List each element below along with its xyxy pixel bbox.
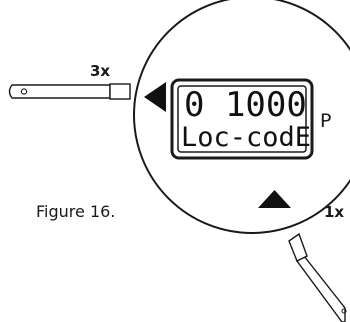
bottom-pen-tip (288, 232, 308, 262)
left-pen-clip-icon (20, 88, 28, 95)
bottom-press-count-label: 1x (324, 203, 344, 221)
lcd-line-2: Loc-codE (181, 122, 311, 153)
lcd-line-1: 0 1000 (184, 85, 307, 125)
bottom-pen-barrel (296, 255, 346, 322)
lcd-inner-frame (177, 85, 307, 153)
left-pen-tip (109, 83, 131, 100)
bottom-button-arrow[interactable] (258, 190, 291, 208)
left-button-arrow[interactable] (144, 82, 166, 112)
bottom-pen-probe (288, 232, 347, 322)
left-pen-probe (8, 83, 131, 100)
side-button-label: P (320, 110, 331, 132)
bottom-pen-clip-icon (341, 308, 347, 314)
figure-caption: Figure 16. (36, 202, 115, 221)
left-pen-barrel (8, 84, 111, 99)
left-press-count-label: 3x (90, 62, 110, 80)
